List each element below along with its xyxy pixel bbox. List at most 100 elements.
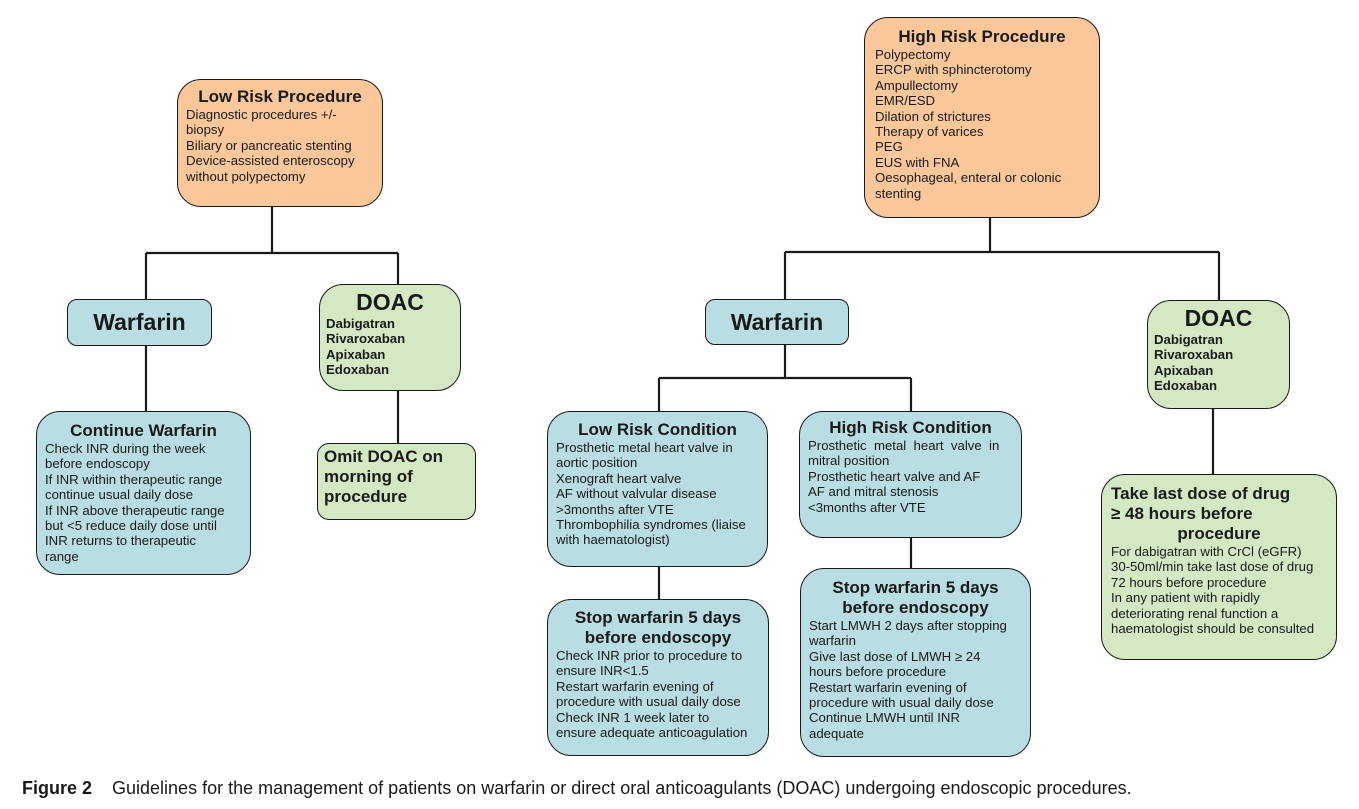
continue-warfarin-item: continue usual daily dose xyxy=(45,487,194,503)
high-risk-warfarin-box: Warfarin xyxy=(705,299,849,345)
low-risk-condition-title: Low Risk Condition xyxy=(578,420,737,439)
high-risk-condition-title: High Risk Condition xyxy=(829,418,992,437)
drug-name: Edoxaban xyxy=(1154,378,1218,394)
continue-warfarin-title: Continue Warfarin xyxy=(70,421,217,440)
omit-doac-line: morning of xyxy=(324,467,413,486)
high-risk-condition-box: High Risk Condition Prosthetic metal hea… xyxy=(799,411,1022,538)
drug-name: Rivaroxaban xyxy=(1154,347,1234,363)
low-risk-condition-item: Xenograft heart valve xyxy=(556,470,682,486)
drug-name: Apixaban xyxy=(1154,362,1214,378)
stop-warfarin-title: before endoscopy xyxy=(842,598,989,617)
low-risk-condition-item: Thrombophilia syndromes (liaise xyxy=(556,517,746,533)
high-risk-condition-item: <3months after VTE xyxy=(808,499,926,515)
stop-warfarin-item: Start LMWH 2 days after stopping xyxy=(809,618,1007,633)
stop-warfarin-title: before endoscopy xyxy=(584,628,732,647)
omit-doac-line: procedure xyxy=(324,487,408,506)
low-risk-procedure-title: Low Risk Procedure xyxy=(198,87,362,106)
figure-number: Figure 2 xyxy=(22,778,93,798)
high-risk-condition-item: Prosthetic metal heart valve in xyxy=(808,438,1000,453)
take-last-dose-item: 30-50ml/min take last dose of drug xyxy=(1111,559,1314,575)
high-risk-item: Dilation of strictures xyxy=(875,108,991,124)
low-risk-warfarin-label: Warfarin xyxy=(93,309,186,335)
take-last-dose-title: procedure xyxy=(1177,524,1261,543)
continue-warfarin-item: Check INR during the week xyxy=(45,441,206,456)
high-risk-item: EUS with FNA xyxy=(875,154,960,170)
low-risk-item: without polypectomy xyxy=(186,168,306,184)
take-last-dose-item: haematologist should be consulted xyxy=(1111,621,1315,637)
low-risk-condition-item: >3months after VTE xyxy=(556,501,674,517)
stop-warfarin-item: adequate xyxy=(809,725,865,741)
omit-doac-line: Omit DOAC on xyxy=(324,447,443,466)
figure-caption: Figure 2 Guidelines for the management of… xyxy=(22,778,1132,799)
high-risk-item: EMR/ESD xyxy=(875,93,936,109)
low-risk-warfarin-box: Warfarin xyxy=(67,299,212,346)
high-risk-condition-item: Prosthetic heart valve and AF xyxy=(808,468,981,484)
high-risk-item: Therapy of varices xyxy=(875,124,984,140)
high-risk-procedure-box: High Risk Procedure Polypectomy ERCP wit… xyxy=(864,17,1100,218)
low-risk-condition-box: Low Risk Condition Prosthetic metal hear… xyxy=(547,411,768,567)
high-risk-doac-box: DOAC Dabigatran Rivaroxaban Apixaban Edo… xyxy=(1147,300,1290,409)
take-last-dose-title: ≥ 48 hours before xyxy=(1111,504,1253,523)
high-risk-item: Polypectomy xyxy=(875,47,951,62)
low-risk-doac-title: DOAC xyxy=(356,289,424,315)
low-risk-condition-item: with haematologist) xyxy=(556,532,670,548)
omit-doac-box: Omit DOAC on morning of procedure xyxy=(317,443,476,520)
low-risk-condition-item: aortic position xyxy=(556,455,638,471)
take-last-dose-title: Take last dose of drug xyxy=(1111,484,1291,503)
stop-warfarin-low-risk-box: Stop warfarin 5 days before endoscopy Ch… xyxy=(547,599,769,756)
take-last-dose-item: In any patient with rapidly xyxy=(1111,590,1260,606)
high-risk-item: PEG xyxy=(875,139,903,155)
stop-warfarin-item: warfarin xyxy=(809,633,856,649)
low-risk-procedure-box: Low Risk Procedure Diagnostic procedures… xyxy=(177,79,383,207)
continue-warfarin-item: If INR within therapeutic range xyxy=(45,471,223,487)
low-risk-item: biopsy xyxy=(186,122,225,138)
stop-warfarin-title: Stop warfarin 5 days xyxy=(574,608,742,627)
drug-name: Edoxaban xyxy=(326,362,390,378)
high-risk-item: ERCP with sphincterotomy xyxy=(875,62,1032,78)
take-last-dose-item: For dabigatran with CrCl (eGFR) xyxy=(1111,544,1302,559)
stop-warfarin-item: procedure with usual daily dose xyxy=(809,695,994,711)
high-risk-condition-item: mitral position xyxy=(808,453,890,469)
take-last-dose-item: 72 hours before procedure xyxy=(1111,574,1267,590)
stop-warfarin-item: ensure adequate anticoagulation xyxy=(556,725,748,741)
drug-name: Apixaban xyxy=(326,346,386,362)
low-risk-item: Device-assisted enteroscopy xyxy=(186,153,355,169)
high-risk-item: stenting xyxy=(875,185,922,201)
stop-warfarin-title: Stop warfarin 5 days xyxy=(832,578,999,597)
continue-warfarin-item: before endoscopy xyxy=(45,456,150,472)
stop-warfarin-item: Restart warfarin evening of xyxy=(809,679,967,695)
stop-warfarin-item: Check INR 1 week later to xyxy=(556,709,710,725)
drug-name: Rivaroxaban xyxy=(326,331,406,347)
drug-name: Dabigatran xyxy=(326,316,395,331)
high-risk-procedure-title: High Risk Procedure xyxy=(898,27,1066,46)
take-last-dose-box: Take last dose of drug ≥ 48 hours before… xyxy=(1101,474,1337,660)
low-risk-item: Biliary or pancreatic stenting xyxy=(186,137,352,153)
stop-warfarin-item: hours before procedure xyxy=(809,664,947,680)
stop-warfarin-item: ensure INR<1.5 xyxy=(556,663,649,679)
low-risk-condition-item: AF without valvular disease xyxy=(556,486,717,502)
high-risk-doac-title: DOAC xyxy=(1184,305,1253,331)
low-risk-item: Diagnostic procedures +/- xyxy=(186,107,337,122)
continue-warfarin-box: Continue Warfarin Check INR during the w… xyxy=(36,411,251,575)
stop-warfarin-item: Restart warfarin evening of xyxy=(556,678,714,694)
stop-warfarin-item: procedure with usual daily dose xyxy=(556,694,741,710)
high-risk-item: Ampullectomy xyxy=(875,77,958,93)
high-risk-condition-item: AF and mitral stenosis xyxy=(808,484,939,500)
continue-warfarin-item: but <5 reduce daily dose until xyxy=(45,518,217,534)
high-risk-warfarin-label: Warfarin xyxy=(730,308,824,335)
low-risk-doac-box: DOAC Dabigatran Rivaroxaban Apixaban Edo… xyxy=(319,284,461,391)
stop-warfarin-item: Continue LMWH until INR xyxy=(809,710,960,726)
low-risk-condition-item: Prosthetic metal heart valve in xyxy=(556,440,733,455)
stop-warfarin-item: Check INR prior to procedure to xyxy=(556,648,743,663)
stop-warfarin-item: Give last dose of LMWH ≥ 24 xyxy=(809,648,981,664)
take-last-dose-item: deteriorating renal function a xyxy=(1111,605,1279,621)
drug-name: Dabigatran xyxy=(1154,332,1223,347)
continue-warfarin-item: If INR above therapeutic range xyxy=(45,502,225,518)
stop-warfarin-high-risk-box: Stop warfarin 5 days before endoscopy St… xyxy=(800,568,1031,757)
continue-warfarin-item: range xyxy=(45,548,79,564)
high-risk-item: Oesophageal, enteral or colonic xyxy=(875,170,1062,186)
figure-caption-text: Guidelines for the management of patient… xyxy=(112,778,1132,798)
continue-warfarin-item: INR returns to therapeutic xyxy=(45,533,196,549)
